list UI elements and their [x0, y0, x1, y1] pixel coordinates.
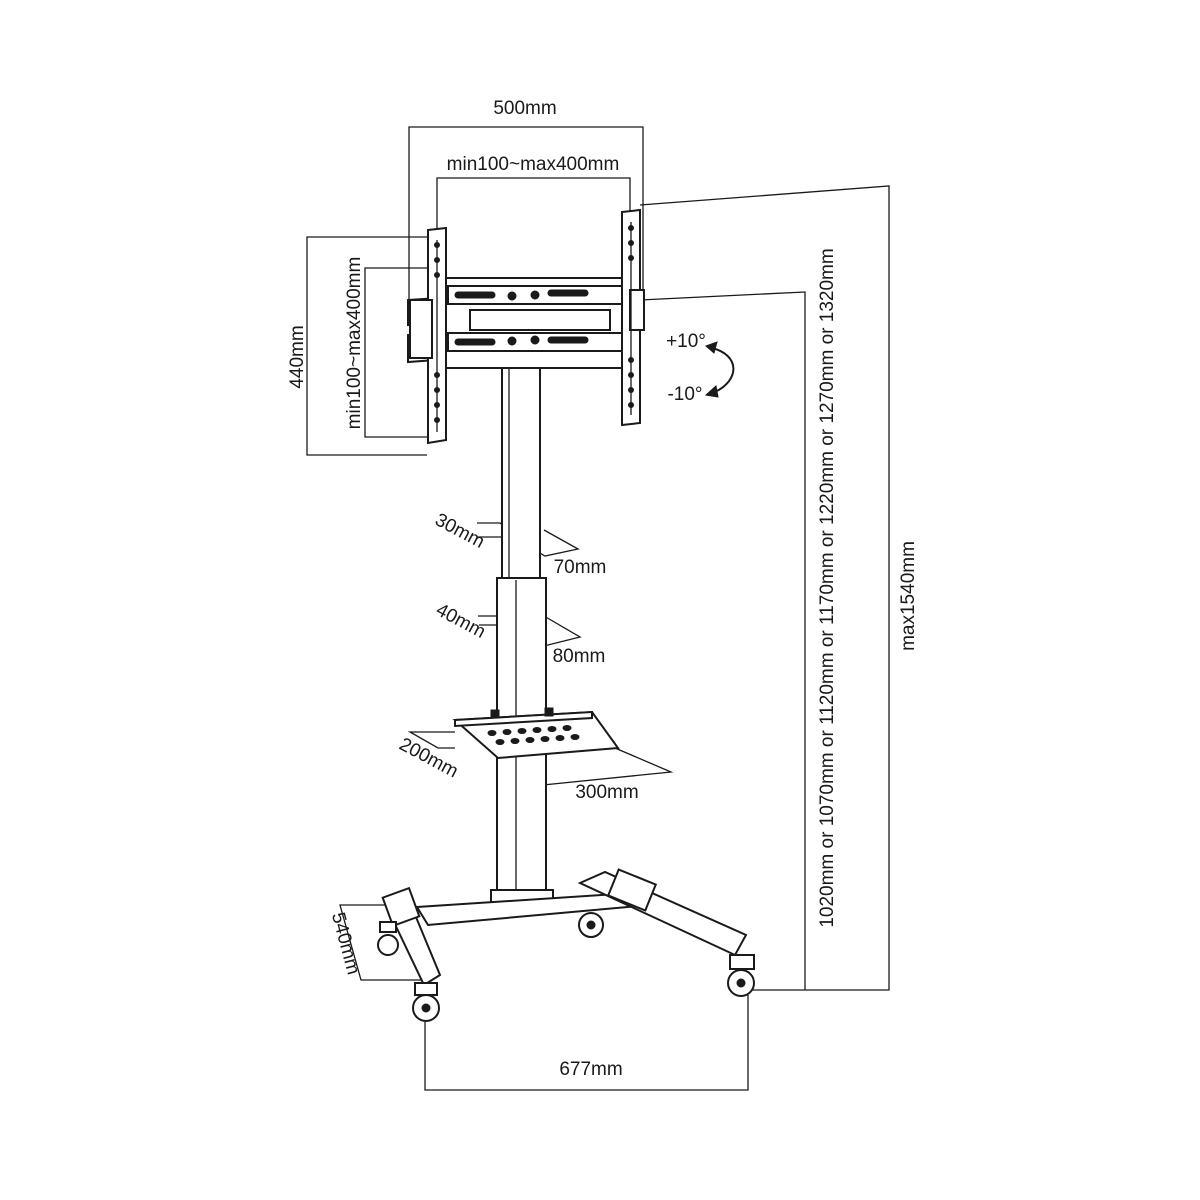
shelf-depth-label: 200mm — [396, 734, 462, 782]
left-vertical-arm — [409, 226, 447, 445]
caster-rear-left — [377, 921, 399, 956]
caster-front-left — [412, 982, 440, 1022]
vesa-horizontal-label: min100~max400mm — [447, 154, 620, 175]
tilt-up-label: +10° — [666, 331, 706, 352]
vesa-vertical-label: min100~max400mm — [344, 257, 365, 430]
caster-front-right — [727, 954, 755, 997]
upper-tube-width-label: 30mm — [431, 509, 487, 552]
base-width-label: 677mm — [559, 1059, 622, 1080]
tilt-arrow-icon — [711, 347, 735, 393]
shelf-vent-holes — [487, 725, 580, 745]
bracket-height-label: 440mm — [287, 325, 308, 388]
shelf-width-label: 300mm — [575, 782, 638, 803]
bracket-width-label: 500mm — [493, 98, 556, 119]
dimension-labels: 500mm min100~max400mm 440mm min100~max40… — [287, 98, 919, 1080]
center-heights-label: 1020mm or 1070mm or 1120mm or 1170mm or … — [817, 248, 838, 927]
lower-tube-width-label: 40mm — [432, 599, 488, 642]
base-depth-label: 540mm — [327, 910, 364, 977]
caster-middle — [578, 912, 604, 938]
right-vertical-arm — [621, 208, 645, 427]
lower-tube-depth-label: 80mm — [553, 646, 606, 667]
max-height-label: max1540mm — [898, 541, 919, 651]
shelf — [452, 707, 620, 760]
tv-bracket — [407, 208, 645, 445]
base — [377, 868, 755, 1022]
upper-tube-depth-label: 70mm — [554, 557, 607, 578]
column — [490, 354, 554, 907]
tilt-down-label: -10° — [667, 384, 702, 405]
